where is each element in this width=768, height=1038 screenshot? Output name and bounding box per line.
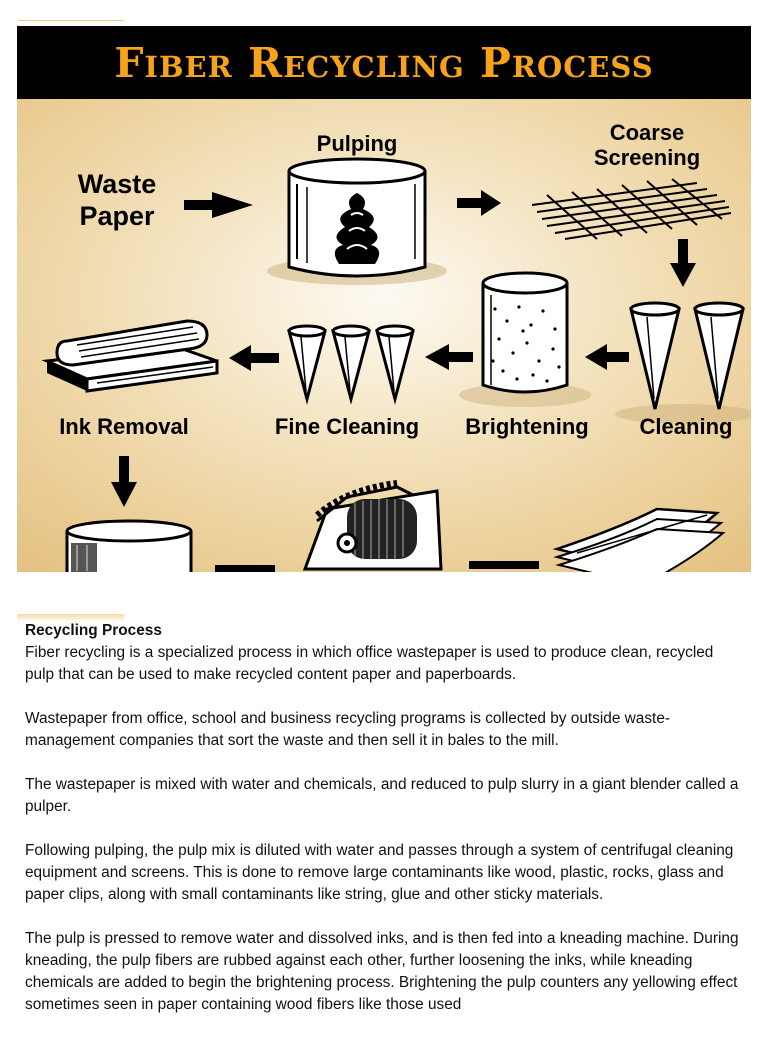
pulper-tank-icon [267, 157, 447, 285]
arrow-right-icon [457, 190, 501, 216]
label-pulping: Pulping [317, 131, 398, 156]
paragraph: Wastepaper from office, school and busin… [25, 710, 671, 749]
arrow-left-icon [229, 345, 279, 371]
page-title: Fiber Recycling Process [114, 38, 654, 87]
paragraph: Following pulping, the pulp mix is dilut… [25, 842, 734, 903]
label-coarse-line1: Coarse [610, 120, 685, 145]
cleaning-cones-icon [615, 301, 751, 424]
label-fine-cleaning: Fine Cleaning [275, 414, 419, 439]
paper-stack-icon [552, 507, 726, 572]
label-waste-line1: Waste [78, 169, 157, 199]
brightening-tank-icon [459, 271, 591, 407]
arrow-left-icon [585, 344, 629, 370]
process-diagram: Waste Paper Pulping Coarse Screening [17, 99, 751, 572]
washer-tank-icon [65, 519, 193, 572]
arrow-down-icon [111, 456, 137, 507]
arrow-down-icon [670, 239, 696, 287]
arrow-right-icon [469, 561, 539, 569]
paragraph: Fiber recycling is a specialized process… [25, 644, 714, 683]
arrow-right-icon [215, 565, 275, 572]
label-brightening: Brightening [465, 414, 588, 439]
screen-mesh-icon [531, 178, 732, 240]
kneader-machine-icon [302, 480, 443, 571]
section-heading: Recycling Process [25, 622, 162, 639]
title-banner: Fiber Recycling Process [17, 26, 751, 99]
fine-cleaning-cones-icon [287, 324, 415, 405]
ink-removal-press-icon [41, 319, 219, 393]
label-coarse-line2: Screening [594, 145, 700, 170]
top-divider [18, 20, 124, 21]
label-ink-removal: Ink Removal [59, 414, 189, 439]
arrow-right-icon [184, 192, 253, 218]
label-waste-line2: Paper [79, 201, 155, 231]
paragraph: The wastepaper is mixed with water and c… [25, 776, 739, 815]
section-accent [17, 614, 124, 622]
arrow-left-icon [425, 344, 473, 370]
paragraph: The pulp is pressed to remove water and … [25, 930, 739, 1013]
label-cleaning: Cleaning [640, 414, 733, 439]
article-body: Recycling Process Fiber recycling is a s… [25, 620, 745, 1038]
